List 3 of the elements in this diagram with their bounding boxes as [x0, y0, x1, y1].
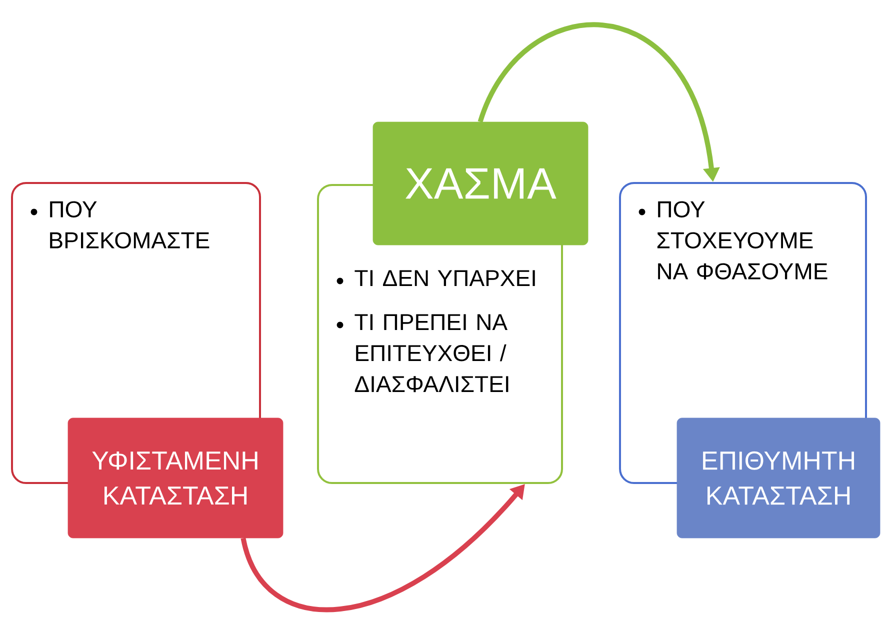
label-box: ΕΠΙΘΥΜΗΤΗ ΚΑΤΑΣΤΑΣΗ: [676, 418, 880, 538]
label-box: ΧΑΣΜΑ: [372, 122, 588, 246]
label-box: ΥΦΙΣΤΑΜΕΝΗ ΚΑΤΑΣΤΑΣΗ: [68, 418, 284, 538]
